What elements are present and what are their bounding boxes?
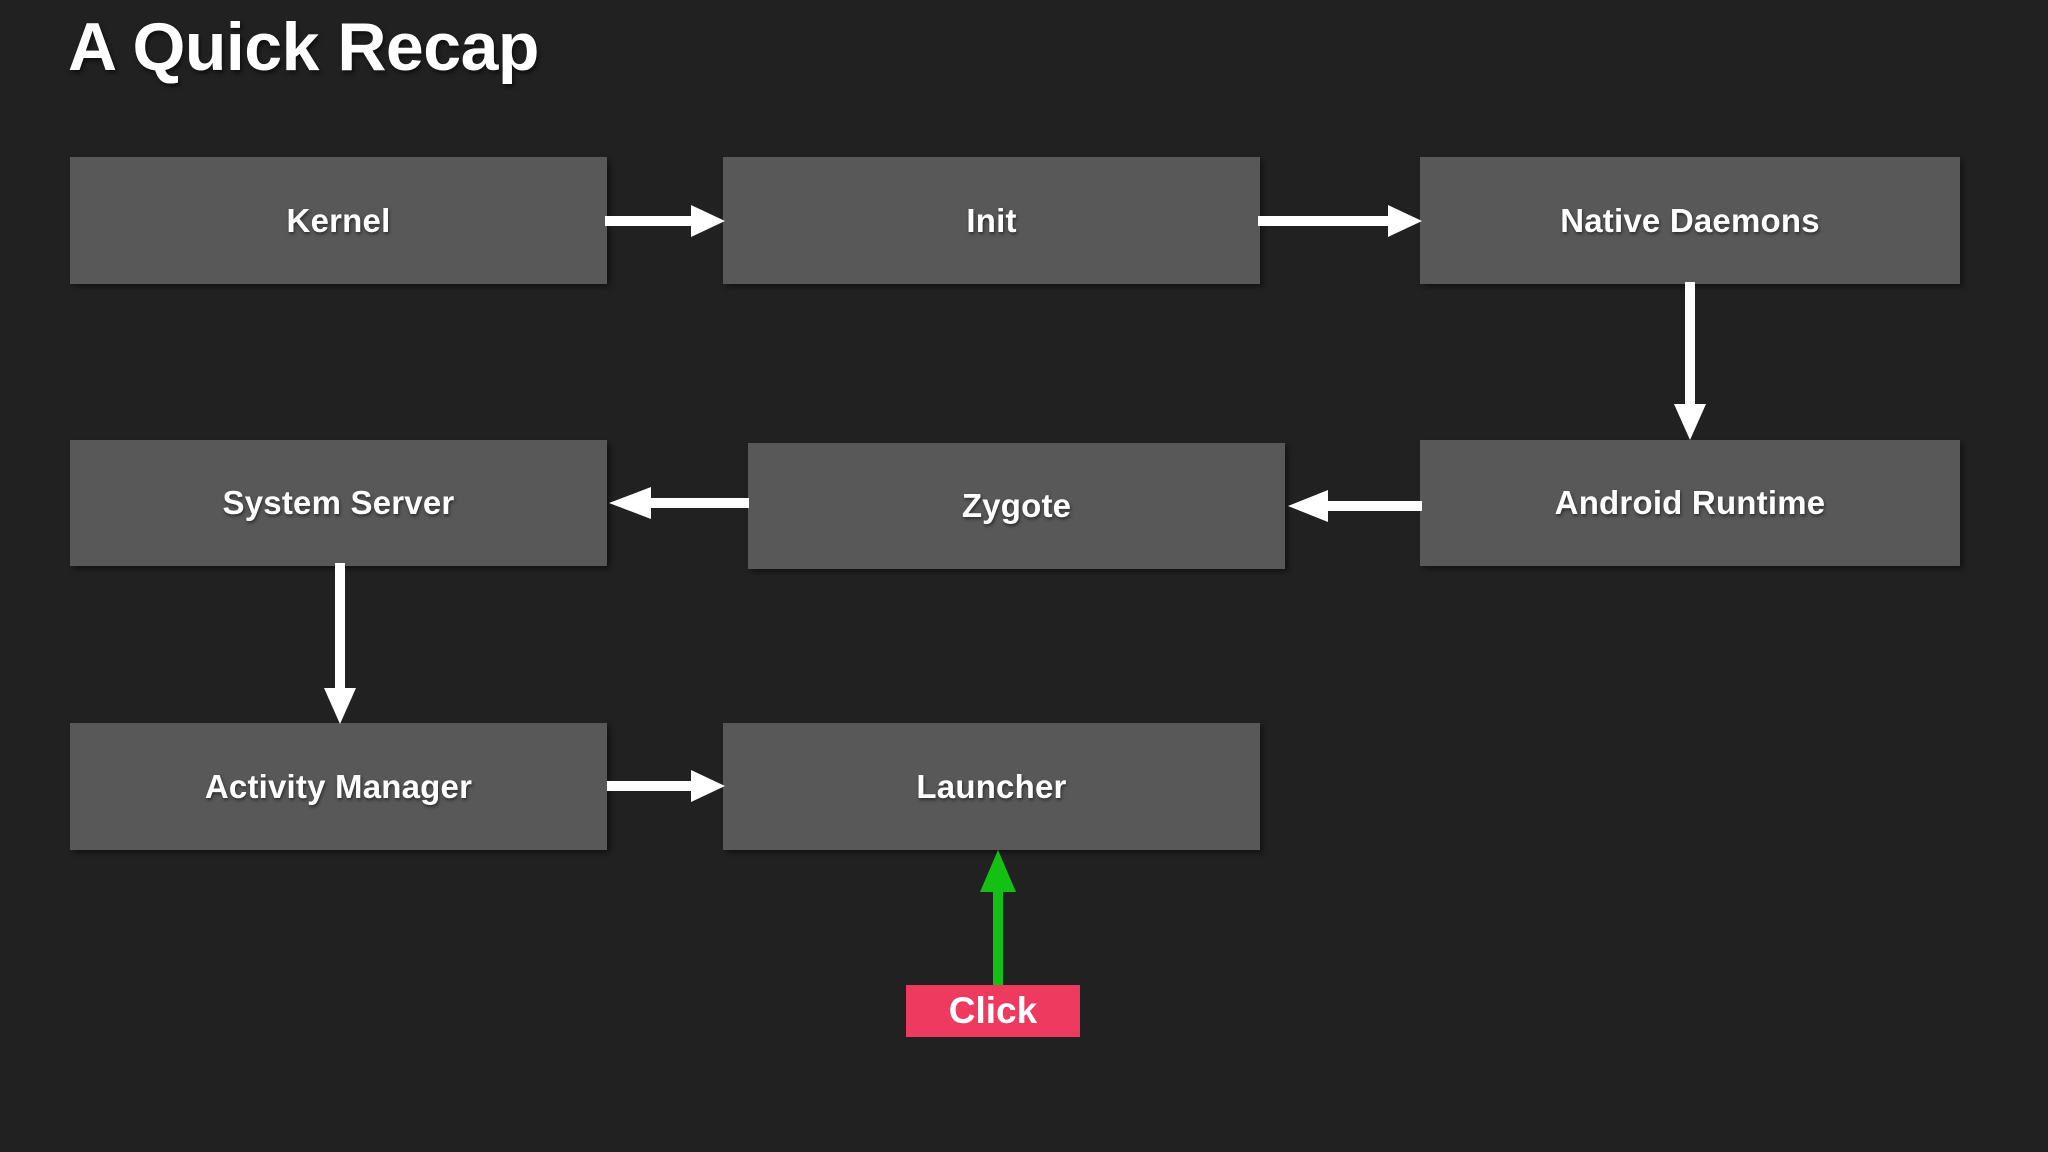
node-launcher-label: Launcher	[916, 767, 1067, 805]
node-init[interactable]: Init	[723, 157, 1260, 284]
node-system-server[interactable]: System Server	[70, 440, 607, 566]
node-activity-manager[interactable]: Activity Manager	[70, 723, 607, 850]
page-title: A Quick Recap	[68, 9, 539, 85]
arrow-native-daemons-to-android-runtime	[1673, 282, 1709, 442]
click-callout-badge[interactable]: Click	[906, 985, 1080, 1037]
arrow-click-to-launcher	[976, 848, 1024, 1000]
node-android-runtime[interactable]: Android Runtime	[1420, 440, 1960, 566]
arrow-android-runtime-to-zygote	[1286, 488, 1422, 524]
node-zygote-label: Zygote	[961, 487, 1072, 524]
arrow-init-to-native-daemons	[1258, 203, 1424, 239]
arrow-zygote-to-system-server	[607, 485, 749, 521]
arrow-system-server-to-activity-manager	[323, 563, 359, 726]
node-zygote[interactable]: Zygote	[748, 443, 1285, 569]
arrow-kernel-to-init	[605, 203, 727, 239]
node-init-label: Init	[966, 201, 1017, 239]
node-android-runtime-label: Android Runtime	[1554, 484, 1826, 521]
node-activity-manager-label: Activity Manager	[204, 767, 473, 805]
node-launcher[interactable]: Launcher	[723, 723, 1260, 850]
node-kernel-label: Kernel	[286, 201, 391, 239]
click-callout-label: Click	[948, 990, 1038, 1031]
node-native-daemons-label: Native Daemons	[1560, 201, 1820, 239]
arrow-activity-manager-to-launcher	[607, 768, 727, 804]
node-system-server-label: System Server	[222, 484, 455, 521]
node-kernel[interactable]: Kernel	[70, 157, 607, 284]
node-native-daemons[interactable]: Native Daemons	[1420, 157, 1960, 284]
